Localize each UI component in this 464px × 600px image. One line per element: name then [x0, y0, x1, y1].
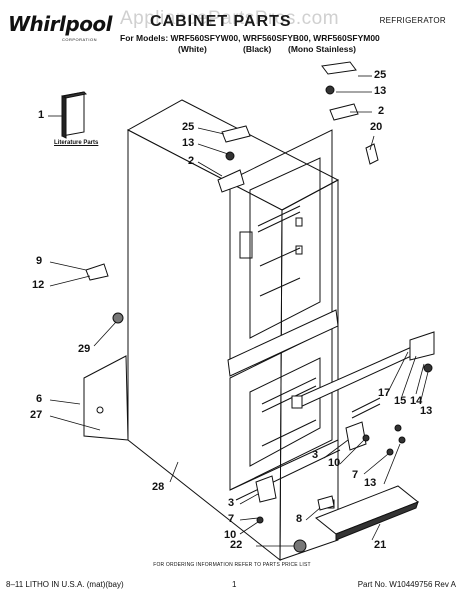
callout-13: 13 [374, 85, 387, 97]
brand-logo: Whirlpool [8, 12, 113, 36]
callout-17: 17 [378, 387, 391, 399]
models-line: For Models: WRF560SFYW00, WRF560SFYB00, … [120, 33, 380, 43]
callout-15: 15 [394, 395, 407, 407]
brand-subtext: CORPORATION [62, 37, 97, 42]
variant-mono-stainless: (Mono Stainless) [288, 44, 357, 54]
callout-6: 6 [36, 393, 43, 405]
callout-25: 25 [374, 69, 387, 81]
callout-7-left: 7 [228, 513, 235, 525]
variant-white: (White) [178, 44, 207, 54]
callout-22: 22 [230, 539, 243, 551]
literature-booklet-drawing [61, 91, 88, 139]
page-number: 1 [232, 580, 237, 589]
top-hinge-drawing [329, 103, 359, 121]
callout-8: 8 [296, 513, 303, 525]
callout-2-inner: 2 [188, 155, 195, 167]
callout-10-right: 10 [328, 457, 341, 469]
top-hinge-cover-drawing [321, 61, 357, 75]
callout-9: 9 [36, 255, 43, 267]
callout-10-left: 10 [224, 529, 237, 541]
variant-black: (Black) [243, 44, 272, 54]
callout-2: 2 [378, 105, 385, 117]
callout-20: 20 [370, 121, 383, 133]
literature-parts-label: Literature Parts [54, 140, 99, 146]
callout-1: 1 [38, 109, 45, 121]
part-number: Part No. W10449756 Rev A [357, 580, 456, 589]
litho-code: 8–11 LITHO IN U.S.A. (mat)(bay) [6, 580, 124, 589]
side-panel-drawing [83, 355, 129, 441]
watermark-text: AppliancePartsPros.com [120, 8, 340, 29]
callout-28: 28 [152, 481, 165, 493]
callout-3-right: 3 [312, 449, 319, 461]
callout-14: 14 [410, 395, 423, 407]
product-label: REFRIGERATOR [379, 16, 446, 25]
callout-29: 29 [78, 343, 91, 355]
callout-21: 21 [374, 539, 387, 551]
callout-13-right: 13 [420, 405, 433, 417]
callout-13-inner: 13 [182, 137, 195, 149]
callout-13-bottom: 13 [364, 477, 377, 489]
callout-12: 12 [32, 279, 45, 291]
ordering-note: FOR ORDERING INFORMATION REFER TO PARTS … [153, 562, 311, 568]
callout-27: 27 [30, 409, 43, 421]
callout-7-right: 7 [352, 469, 359, 481]
page-title: CABINET PARTS [150, 13, 292, 30]
callout-25-inner: 25 [182, 121, 195, 133]
callout-3-left: 3 [228, 497, 235, 509]
